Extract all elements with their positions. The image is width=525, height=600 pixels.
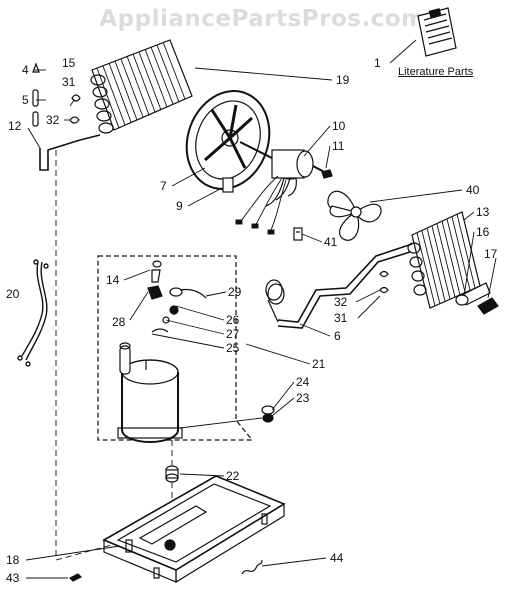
literature-parts-label: Literature Parts [398,66,474,78]
label-tag[interactable] [477,297,499,315]
callout-10: 10 [332,119,346,133]
callout-5: 5 [22,93,29,107]
callout-6: 6 [334,329,341,343]
callout-20: 20 [6,287,20,301]
callout-43: 43 [6,571,20,585]
evaporator-coil[interactable] [90,39,193,134]
callout-32b: 32 [334,295,348,309]
grommet[interactable] [165,465,179,483]
coil-return-bends [90,74,114,134]
callout-27: 27 [226,327,240,341]
condenser-coil[interactable] [407,211,481,309]
callout-12: 12 [8,119,22,133]
tube-clips[interactable] [379,270,389,294]
callout-9: 9 [176,199,183,213]
callout-21: 21 [312,357,326,371]
callout-19: 19 [336,73,350,87]
callout-25: 25 [226,341,240,355]
fan-motor[interactable] [239,141,331,207]
callout-18: 18 [6,553,20,567]
overload-protector[interactable] [169,287,207,299]
callout-26: 26 [226,313,240,327]
compressor-mount[interactable] [261,405,275,423]
compressor-grommets[interactable] [151,305,179,333]
terminal-cover[interactable] [147,260,163,300]
callout-44: 44 [330,551,344,565]
callout-13: 13 [476,205,490,219]
callout-22: 22 [226,469,240,483]
drain-tube[interactable] [455,282,491,306]
wire-clip[interactable] [241,559,263,575]
alignment-lines [55,150,173,561]
blower-wheel[interactable] [173,79,282,200]
capillary-tube[interactable] [39,134,101,171]
capacitor[interactable] [222,177,234,193]
literature-booklet[interactable] [417,7,457,57]
callout-23: 23 [296,391,310,405]
bracket[interactable] [293,227,303,241]
callout-31b: 31 [334,311,348,325]
callout-7: 7 [160,179,167,193]
callout-24: 24 [296,375,310,389]
callout-11: 11 [332,139,345,153]
compressor-group-box [97,255,254,441]
callout-41: 41 [324,235,338,249]
callout-16: 16 [476,225,490,239]
watermark: AppliancePartsPros.com [99,6,426,32]
fan-blade[interactable] [327,190,382,241]
callout-14: 14 [106,273,120,287]
refrigerant-tubing[interactable] [265,243,413,329]
compressor[interactable] [117,342,183,443]
power-cord-harness[interactable] [17,259,49,367]
callout-40: 40 [466,183,480,197]
fan-clip[interactable] [321,169,333,179]
bulb-clip-parts[interactable] [32,62,81,127]
callout-29: 29 [228,285,242,299]
callout-32: 32 [46,113,60,127]
callout-4: 4 [22,63,29,77]
base-pan[interactable] [102,475,286,584]
callout-15: 15 [62,56,76,70]
callout-labels: 1 19 4 15 5 31 32 12 10 11 7 9 40 13 16 … [6,56,498,585]
motor-wires [235,175,287,235]
leader-lines [25,39,497,579]
callout-17: 17 [484,247,498,261]
callout-31: 31 [62,75,76,89]
screw[interactable] [68,573,83,582]
callout-28: 28 [112,315,126,329]
callout-1: 1 [374,56,381,70]
